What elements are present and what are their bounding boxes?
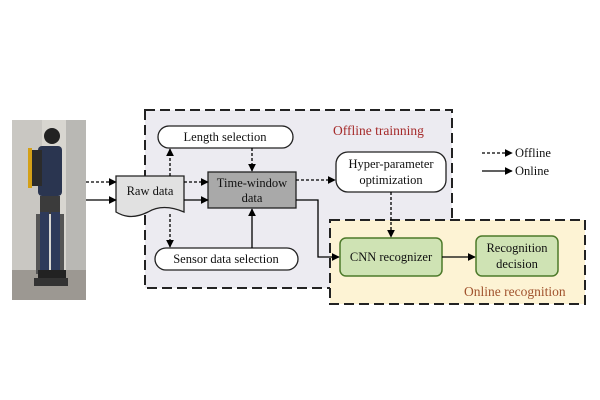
raw-data-box bbox=[115, 175, 185, 218]
arrow-timewindow-to-cnn bbox=[296, 199, 340, 261]
exoskeleton-photo bbox=[12, 120, 86, 300]
length-selection-box bbox=[157, 125, 294, 149]
cnn-recognizer-label: CNN recognizer bbox=[350, 250, 433, 264]
recognition-decision-label-2: decision bbox=[496, 257, 538, 271]
recognition-decision-label-1: Recognition bbox=[486, 241, 548, 255]
recognition-decision-box bbox=[475, 235, 559, 277]
legend: Offline Online bbox=[482, 146, 551, 178]
offline-region-title: Offline trainning bbox=[333, 123, 424, 138]
sensor-data-selection-label: Sensor data selection bbox=[173, 252, 279, 266]
time-window-label-1: Time-window bbox=[217, 176, 287, 190]
legend-online-label: Online bbox=[515, 164, 549, 178]
raw-data-label: Raw data bbox=[127, 184, 174, 198]
legend-offline-label: Offline bbox=[515, 146, 551, 160]
time-window-box bbox=[207, 171, 297, 209]
time-window-label-2: data bbox=[242, 191, 263, 205]
online-region-title: Online recognition bbox=[464, 284, 566, 299]
hyper-parameter-label-1: Hyper-parameter bbox=[348, 157, 434, 171]
length-selection-label: Length selection bbox=[184, 130, 268, 144]
sensor-data-selection-box bbox=[154, 247, 299, 271]
hyper-parameter-label-2: optimization bbox=[359, 173, 423, 187]
